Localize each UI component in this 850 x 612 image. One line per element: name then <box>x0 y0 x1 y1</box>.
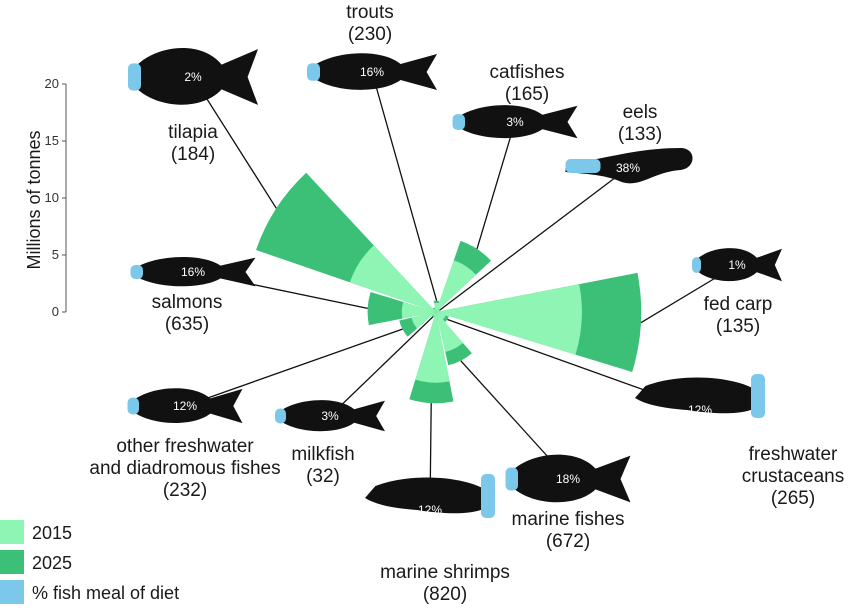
bar-2015-milkfish <box>432 312 436 317</box>
marine-fishes-count: (672) <box>546 531 590 552</box>
bar-2015-marine-fishes <box>436 312 463 352</box>
legend-label-1: 2025 <box>32 553 72 573</box>
marine-shrimps-count: (820) <box>423 584 467 605</box>
freshwater-crustaceans-silhouette-icon <box>635 377 765 414</box>
milkfish-count: (32) <box>306 466 340 487</box>
legend-label-2: % fish meal of diet <box>32 583 179 603</box>
trouts-fishmeal-pct: 16% <box>360 65 384 79</box>
bar-2015-trouts <box>434 302 439 312</box>
wedge-layer <box>256 172 642 404</box>
y-tick-label-10: 10 <box>45 190 59 205</box>
catfishes-fishmeal-pct: 3% <box>506 115 524 129</box>
y-axis: Millions of tonnes 0 5 10 15 20 <box>24 76 67 319</box>
trouts-label: trouts <box>346 2 394 23</box>
bar-2015-tilapia <box>349 245 436 312</box>
y-axis-title: Millions of tonnes <box>24 130 44 269</box>
marine-fishes-label: marine fishes <box>512 509 625 530</box>
catfishes-count: (165) <box>505 84 549 105</box>
y-tick-label-20: 20 <box>45 76 59 91</box>
marine-shrimps-silhouette-icon <box>365 477 495 514</box>
fed-carp-label: fed carp <box>704 294 773 315</box>
y-tick-label-15: 15 <box>45 133 59 148</box>
tilapia-fishmeal-tint <box>128 63 141 91</box>
y-tick-label-5: 5 <box>52 247 59 262</box>
other-freshwater-and-diadromous-fishes-count: (232) <box>163 480 207 501</box>
fed-carp-fishmeal-tint <box>692 257 701 273</box>
eels-count: (133) <box>618 124 662 145</box>
salmons-silhouette-icon <box>130 257 256 287</box>
salmons-label: salmons <box>152 292 223 313</box>
salmons-fishmeal-pct: 16% <box>181 265 205 279</box>
bar-2015-salmons <box>401 302 436 319</box>
marine-fishes-silhouette-icon <box>505 454 631 503</box>
other-freshwater-and-diadromous-fishes-silhouette-icon <box>127 388 243 424</box>
freshwater-crustaceans-fishmeal-tint <box>751 374 765 418</box>
eels-fishmeal-tint <box>565 159 601 173</box>
eels-silhouette-icon <box>565 148 693 184</box>
bar-2015-fed-carp <box>436 284 582 355</box>
freshwater-crustaceans-label: crustaceans <box>742 466 844 487</box>
legend-swatch-1 <box>0 550 24 574</box>
bar-2015-marine-shrimps <box>415 312 450 383</box>
bar-2015-other-freshwater-and-diadromous-fishes <box>411 312 436 329</box>
leader-trouts <box>371 71 438 301</box>
label-layer: trouts(230) catfishes(165) eels(133) fed ca… <box>89 2 844 605</box>
trouts-silhouette-icon <box>307 53 437 90</box>
milkfish-silhouette-icon <box>275 400 385 432</box>
legend-swatch-2 <box>0 580 24 604</box>
tilapia-fishmeal-pct: 2% <box>184 70 202 84</box>
fed-carp-silhouette-icon <box>692 248 782 282</box>
y-tick-label-0: 0 <box>52 304 59 319</box>
leader-other-freshwater-and-diadromous-fishes <box>184 328 403 407</box>
legend-swatch-0 <box>0 520 24 544</box>
fed-carp-fishmeal-pct: 1% <box>728 258 746 272</box>
leader-catfishes <box>476 121 516 250</box>
marine-fishes-fishmeal-pct: 18% <box>556 472 580 486</box>
catfishes-silhouette-icon <box>452 105 578 139</box>
legend-label-0: 2015 <box>32 523 72 543</box>
other-freshwater-and-diadromous-fishes-label: and diadromous fishes <box>89 458 280 479</box>
tilapia-count: (184) <box>171 144 215 165</box>
leader-eels <box>439 167 629 311</box>
marine-shrimps-fishmeal-pct: 12% <box>418 503 442 517</box>
bar-2015-freshwater-crustaceans <box>436 312 446 320</box>
legend: 2015 2025 % fish meal of diet <box>0 520 179 604</box>
salmons-count: (635) <box>165 314 209 335</box>
trouts-count: (230) <box>348 24 392 45</box>
fed-carp-count: (135) <box>716 316 760 337</box>
catfishes-fishmeal-tint <box>452 114 465 130</box>
silhouette-layer: 16% 3% 38% 1% 12% 18% 12% 3% 12% 16% 2% <box>127 47 782 518</box>
bar-2025-salmons <box>367 292 436 326</box>
other-freshwater-and-diadromous-fishes-label: other freshwater <box>116 436 254 457</box>
salmons-fishmeal-tint <box>130 264 143 280</box>
catfishes-label: catfishes <box>490 62 565 83</box>
leader-milkfish <box>329 316 434 417</box>
freshwater-crustaceans-count: (265) <box>771 488 815 509</box>
marine-shrimps-fishmeal-tint <box>481 474 495 518</box>
bar-2015-catfishes <box>436 260 476 312</box>
tilapia-silhouette-icon <box>128 47 258 105</box>
freshwater-crustaceans-fishmeal-pct: 12% <box>688 403 712 417</box>
tilapia-label: tilapia <box>168 122 218 143</box>
marine-shrimps-label: marine shrimps <box>380 562 510 583</box>
other-freshwater-and-diadromous-fishes-fishmeal-tint <box>127 397 139 415</box>
freshwater-crustaceans-label: freshwater <box>749 444 838 465</box>
milkfish-fishmeal-tint <box>275 408 286 424</box>
milkfish-label: milkfish <box>291 444 354 465</box>
marine-fishes-fishmeal-tint <box>505 467 518 491</box>
other-freshwater-and-diadromous-fishes-fishmeal-pct: 12% <box>173 399 197 413</box>
bar-2015-eels <box>436 309 440 312</box>
milkfish-fishmeal-pct: 3% <box>321 409 339 423</box>
bar-2015-unlabeled-11 <box>433 308 436 312</box>
eels-fishmeal-pct: 38% <box>616 161 640 175</box>
eels-label: eels <box>623 102 658 123</box>
trouts-fishmeal-tint <box>307 63 320 81</box>
